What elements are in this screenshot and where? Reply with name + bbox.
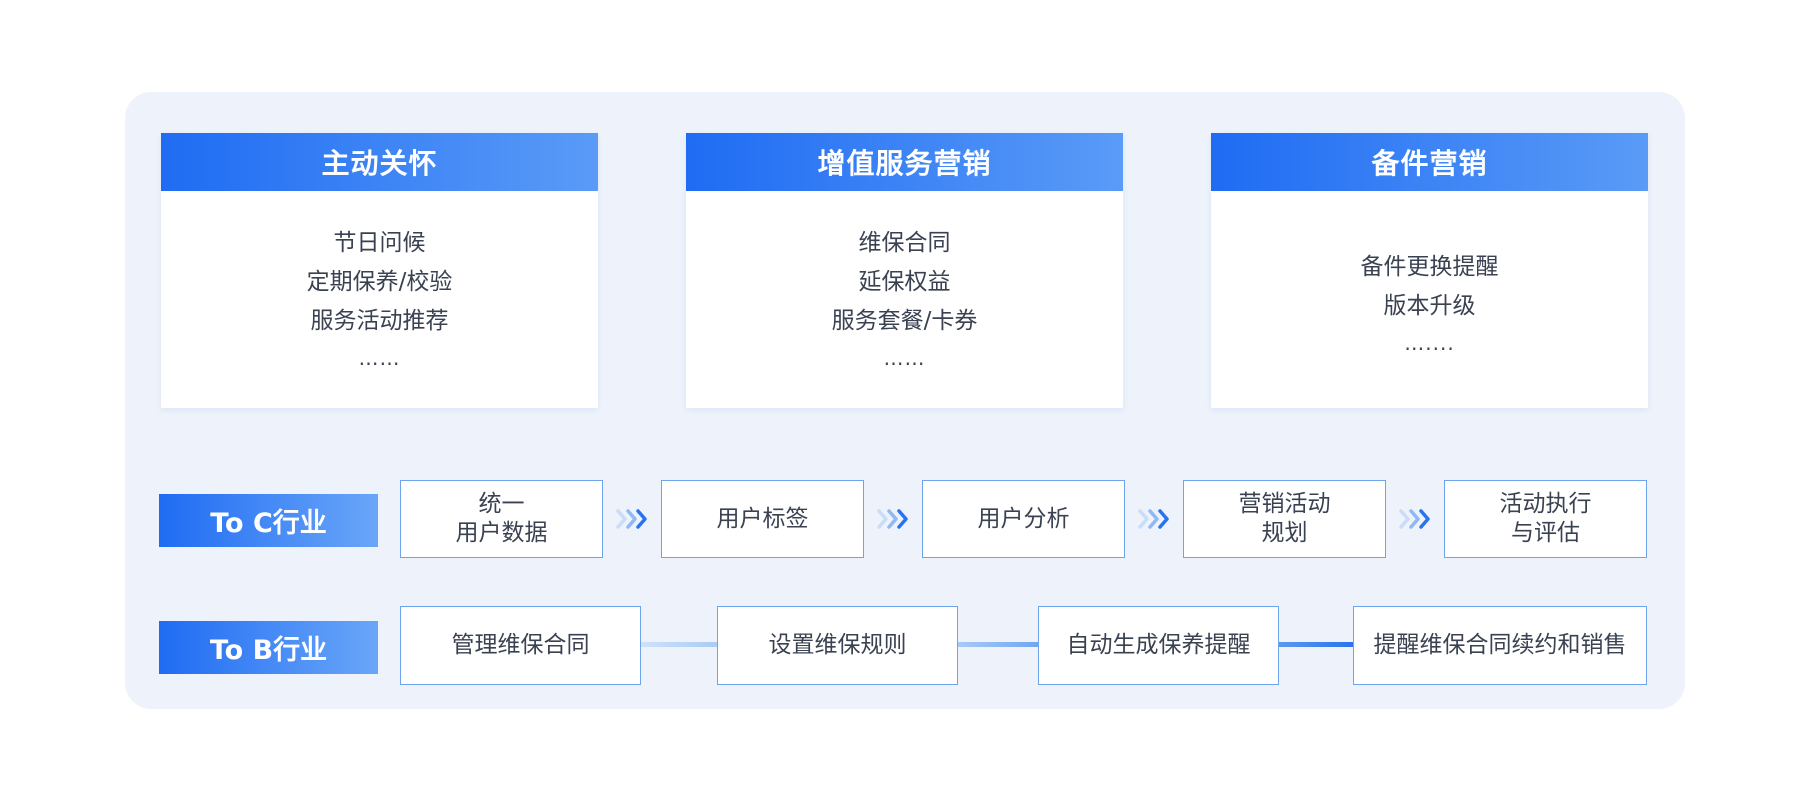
to-b-step-renewal-sales: 提醒维保合同续约和销售 [1353,606,1647,685]
card-spare-parts: 备件营销 备件更换提醒 版本升级 ….... [1211,133,1648,408]
card-ellipsis: ….... [1404,330,1455,355]
connector-line [957,642,1039,647]
card-item: 节日问候 [333,230,426,256]
card-body: 备件更换提醒 版本升级 ….... [1211,191,1648,408]
card-title: 主动关怀 [161,133,598,191]
to-c-step-user-tags: 用户标签 [661,480,864,558]
card-proactive-care: 主动关怀 节日问候 定期保养/校验 服务活动推荐 …… [161,133,598,408]
step-text: 统一 [478,491,525,517]
step-text: 规划 [1261,520,1308,546]
step-text: 活动执行 [1499,491,1592,517]
to-b-step-auto-reminder: 自动生成保养提醒 [1038,606,1279,685]
card-item: 服务套餐/卡券 [831,308,978,334]
card-item: 定期保养/校验 [306,269,453,295]
card-ellipsis: …… [883,346,926,370]
step-text: 用户数据 [455,520,548,546]
to-b-label: To B行业 [159,621,378,674]
chevron-right-icon [877,509,908,529]
card-item: 版本升级 [1383,292,1476,319]
card-body: 维保合同 延保权益 服务套餐/卡券 …… [686,191,1123,408]
card-ellipsis: …… [358,346,401,370]
to-b-step-set-rules: 设置维保规则 [717,606,958,685]
card-title: 备件营销 [1211,133,1648,191]
card-body: 节日问候 定期保养/校验 服务活动推荐 …… [161,191,598,408]
chevron-right-icon [616,509,647,529]
to-c-step-unified-data: 统一 用户数据 [400,480,603,558]
chevron-right-icon [1138,509,1169,529]
to-c-step-campaign-planning: 营销活动 规划 [1183,480,1386,558]
card-item: 服务活动推荐 [310,308,449,334]
to-c-step-execution-evaluation: 活动执行 与评估 [1444,480,1647,558]
to-b-step-manage-contracts: 管理维保合同 [400,606,641,685]
card-value-added-service: 增值服务营销 维保合同 延保权益 服务套餐/卡券 …… [686,133,1123,408]
step-text: 与评估 [1511,520,1580,546]
connector-line [640,642,718,647]
card-item: 延保权益 [858,269,951,295]
step-text: 用户标签 [716,505,809,532]
card-item: 维保合同 [858,230,951,256]
card-title: 增值服务营销 [686,133,1123,191]
step-text: 用户分析 [977,505,1070,532]
step-text: 营销活动 [1238,491,1331,517]
card-item: 备件更换提醒 [1360,253,1499,280]
chevron-right-icon [1399,509,1430,529]
connector-line [1278,642,1354,647]
to-c-label: To C行业 [159,494,378,547]
to-c-step-user-analysis: 用户分析 [922,480,1125,558]
